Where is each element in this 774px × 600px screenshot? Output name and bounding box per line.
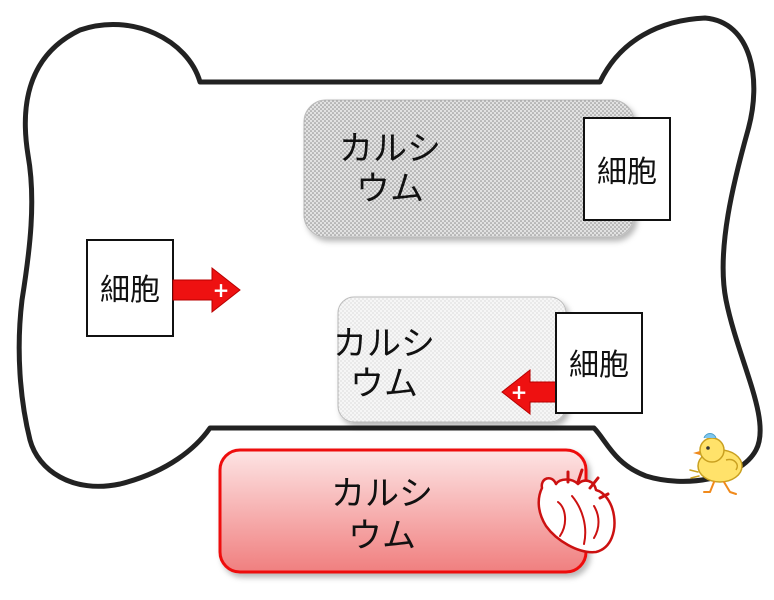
cell-left-label: 細胞 [100, 273, 160, 308]
arrow-left-symbol: + [511, 380, 528, 404]
calcium-block-blood: カルシ ウム [218, 448, 588, 574]
cell-top-right: 細胞 [583, 117, 671, 221]
cell-bottom-right-label: 細胞 [569, 348, 629, 383]
arrow-right-plus: + [172, 266, 241, 314]
calcium-middle-line1: カルシ [333, 324, 435, 364]
calcium-block-middle: カルシ ウム [333, 296, 567, 423]
cell-left: 細胞 [86, 239, 174, 337]
calcium-blood-line2: ウム [348, 516, 416, 556]
chick-icon [689, 433, 743, 495]
arrow-left-plus: + [501, 368, 557, 416]
calcium-middle-line2: ウム [350, 364, 418, 404]
calcium-top-line2: ウム [356, 169, 424, 209]
calcium-top-line1: カルシ [339, 129, 441, 169]
heart-icon [537, 468, 616, 554]
calcium-block-top: カルシ ウム [303, 99, 635, 238]
cell-top-right-label: 細胞 [597, 155, 657, 190]
arrow-right-symbol: + [213, 278, 230, 302]
calcium-blood-line1: カルシ [331, 474, 433, 514]
cell-bottom-right: 細胞 [555, 312, 643, 414]
